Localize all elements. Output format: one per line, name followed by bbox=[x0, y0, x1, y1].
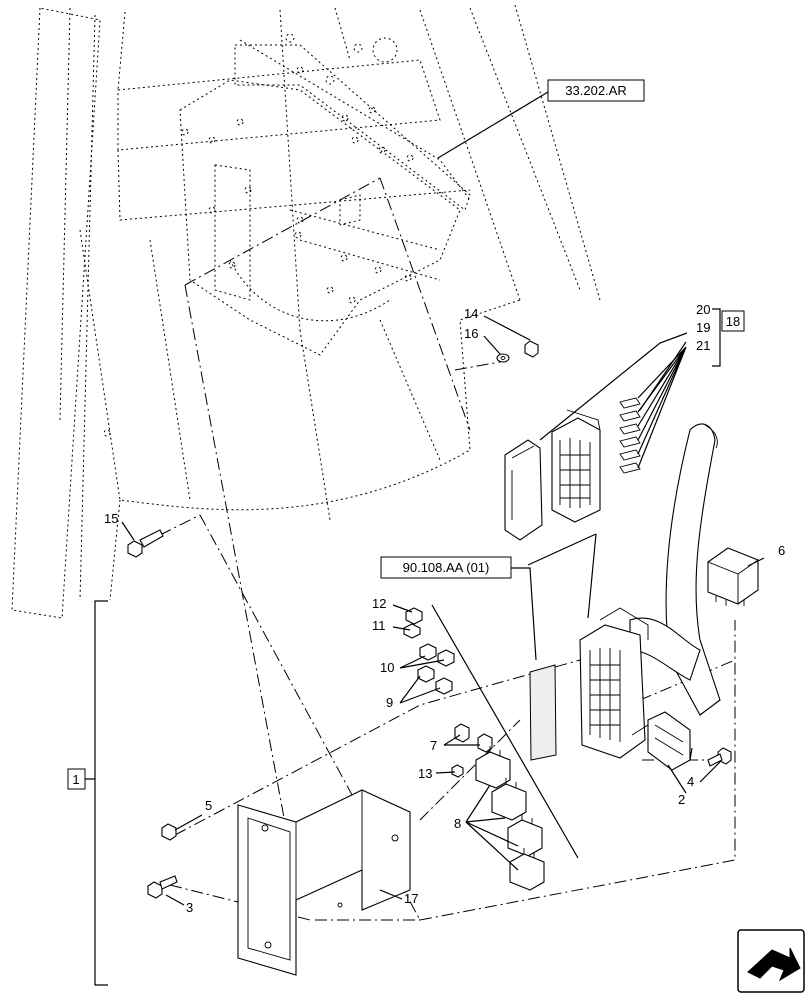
callout-11: 11 bbox=[372, 618, 386, 633]
reference-box[interactable] bbox=[547, 79, 645, 102]
connector-body-19 bbox=[551, 409, 601, 523]
reference-33-202-ar[interactable]: 33.202.AR bbox=[547, 79, 645, 102]
callout-labels: 14 16 20 19 21 15 6 12 11 10 9 7 13 8 5 … bbox=[104, 302, 785, 915]
callout-9: 9 bbox=[386, 695, 393, 710]
callout-7: 7 bbox=[430, 738, 437, 753]
callout-8: 8 bbox=[454, 816, 461, 831]
wiring-harness bbox=[629, 423, 721, 716]
callout-3: 3 bbox=[186, 900, 193, 915]
callout-13: 13 bbox=[418, 766, 432, 781]
terminal-pins-21 bbox=[619, 397, 641, 474]
leader-lines bbox=[85, 91, 765, 986]
frame-structure bbox=[11, 4, 601, 619]
reference-label: 33.202.AR bbox=[565, 83, 626, 98]
callout-2: 2 bbox=[678, 792, 685, 807]
nut-5 bbox=[161, 823, 177, 841]
bolts bbox=[127, 340, 732, 899]
reference-label: 90.108.AA (01) bbox=[403, 560, 490, 575]
relay-6 bbox=[707, 547, 759, 606]
fuse-set bbox=[403, 607, 455, 695]
group-box[interactable] bbox=[721, 310, 745, 332]
bolt-3 bbox=[147, 875, 178, 899]
mini-fuses bbox=[451, 723, 493, 778]
reference-90-108-aa[interactable]: 90.108.AA (01) bbox=[380, 556, 512, 579]
connector-housing-20 bbox=[504, 439, 543, 541]
group-label: 18 bbox=[726, 314, 740, 329]
callout-17: 17 bbox=[404, 891, 418, 906]
bracket-17 bbox=[237, 789, 411, 976]
callout-4: 4 bbox=[687, 774, 694, 789]
relay-plate bbox=[431, 604, 579, 859]
callout-20: 20 bbox=[696, 302, 710, 317]
callout-6: 6 bbox=[778, 543, 785, 558]
relays-8 bbox=[475, 746, 545, 891]
callout-19: 19 bbox=[696, 320, 710, 335]
group-label: 1 bbox=[72, 772, 79, 787]
callout-21: 21 bbox=[696, 338, 710, 353]
group-box-18[interactable]: 18 bbox=[721, 310, 745, 332]
callout-16: 16 bbox=[464, 326, 478, 341]
group-box[interactable] bbox=[67, 768, 86, 790]
reference-box[interactable] bbox=[380, 556, 512, 579]
mounting-bracket-assembly bbox=[179, 39, 471, 356]
callout-12: 12 bbox=[372, 596, 386, 611]
bolt-15 bbox=[127, 529, 164, 558]
callout-15: 15 bbox=[104, 511, 118, 526]
callout-5: 5 bbox=[205, 798, 212, 813]
bolt-4 bbox=[707, 747, 732, 767]
callout-10: 10 bbox=[380, 660, 394, 675]
group-box-1[interactable]: 1 bbox=[67, 768, 86, 790]
washer-16 bbox=[496, 353, 510, 363]
next-page-arrow-icon[interactable] bbox=[737, 929, 805, 993]
nut-14 bbox=[524, 340, 539, 358]
callout-14: 14 bbox=[464, 306, 478, 321]
main-connector bbox=[579, 607, 649, 759]
